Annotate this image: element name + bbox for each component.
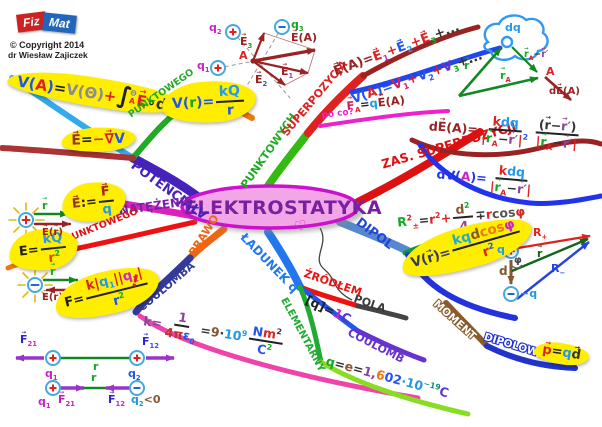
coulomb-forces-diagram bbox=[15, 350, 175, 396]
force-f21-label-row2: F21 bbox=[58, 393, 75, 409]
superposition-diagram bbox=[210, 19, 316, 105]
de-vector-label: dE(A) bbox=[549, 86, 580, 98]
distance-r-label-row1: r bbox=[93, 360, 99, 373]
dipole-d-label: d bbox=[499, 264, 508, 278]
logo-mat: Mat bbox=[42, 12, 77, 34]
center-topic: ELEKTROSTATYKA bbox=[184, 197, 383, 219]
charge-q1-label: q1 bbox=[197, 59, 210, 75]
dipole-q-minus-label: −q bbox=[520, 287, 538, 300]
vector-e1-label: E1 bbox=[281, 65, 293, 81]
point-a-label: A bbox=[239, 49, 248, 62]
dipole-diagram bbox=[503, 233, 591, 302]
point-a2-label: A bbox=[546, 65, 555, 78]
charge-q3-label: q3 bbox=[291, 18, 304, 34]
charge-q2-label-row1: q2 bbox=[128, 367, 141, 383]
dipole-r-plus-label: R+ bbox=[533, 226, 548, 242]
force-f12-label-row2: F12 bbox=[108, 393, 125, 409]
dipole-r-minus-label: R− bbox=[551, 262, 566, 278]
dq-label: dq bbox=[505, 21, 521, 34]
r-vector-label-negative: r bbox=[50, 265, 55, 279]
charge-q1-label-row2: q1 bbox=[38, 395, 51, 411]
balloon-string bbox=[318, 227, 353, 301]
dipole-r-label: r bbox=[537, 247, 542, 261]
distance-r-label-row2: r bbox=[91, 371, 97, 384]
dipole-q-plus-label: q bbox=[497, 243, 505, 256]
copyright-line: © Copyright 2014 bbox=[10, 40, 85, 50]
vector-ea-label: E(A) bbox=[291, 31, 317, 45]
r-a-label: rA bbox=[500, 69, 511, 85]
r-prime-label: r′ bbox=[464, 59, 472, 73]
point-charge-field-positive bbox=[8, 202, 72, 238]
vector-e3-label: E3 bbox=[240, 35, 252, 51]
charge-q1-label-row1: q1 bbox=[45, 367, 58, 383]
center-node-ellipse bbox=[180, 184, 360, 230]
charge-q2-label: q2 bbox=[209, 21, 222, 37]
force-f21-label: F21 bbox=[20, 333, 37, 349]
dipole-phi-label: φ bbox=[514, 255, 522, 266]
force-f12-label: F12 bbox=[142, 335, 159, 351]
charge-q2-negative-label: q2<0 bbox=[131, 393, 161, 409]
author-line: dr Wiesław Zajiczek bbox=[8, 50, 88, 60]
field-vector-label-positive: E(r) bbox=[42, 227, 63, 239]
ra-minus-rp-label: rA−r′ bbox=[524, 49, 548, 63]
vector-e2-label: E2 bbox=[255, 73, 267, 89]
r-vector-label-positive: r bbox=[42, 199, 47, 213]
